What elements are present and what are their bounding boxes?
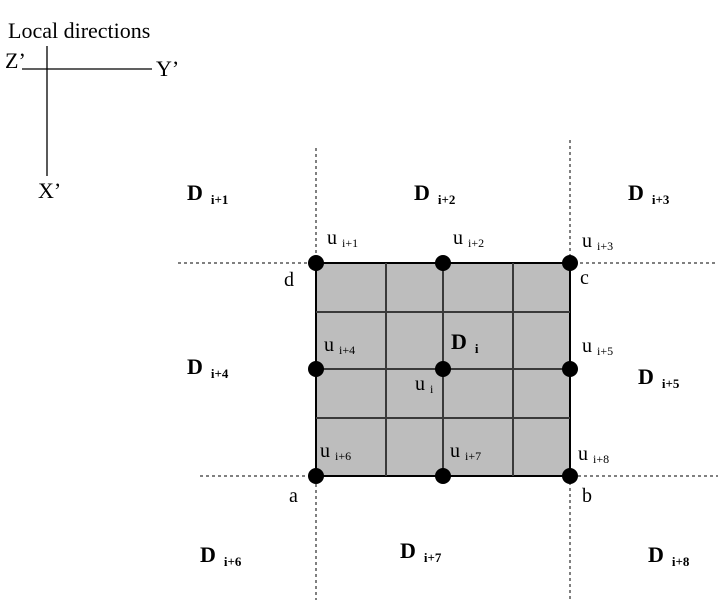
corner-label-b: b	[582, 485, 592, 507]
node-dot-u-i4	[308, 361, 324, 377]
corner-label-d: d	[284, 269, 294, 291]
diagram-title: Local directions	[8, 18, 151, 43]
corner-label-c: c	[580, 267, 589, 289]
node-dot-u-i2	[435, 255, 451, 271]
node-dot-u-i8	[562, 468, 578, 484]
node-dot-u-i5	[562, 361, 578, 377]
corner-label-a: a	[289, 485, 298, 507]
z-axis-label: Z’	[5, 48, 26, 73]
y-axis-label: Y’	[156, 56, 180, 81]
node-dot-u-i1	[308, 255, 324, 271]
node-dot-u-i7	[435, 468, 451, 484]
node-dot-u-i3	[562, 255, 578, 271]
x-axis-label: X’	[38, 178, 62, 203]
node-dot-u-i	[435, 361, 451, 377]
node-dot-u-i6	[308, 468, 324, 484]
